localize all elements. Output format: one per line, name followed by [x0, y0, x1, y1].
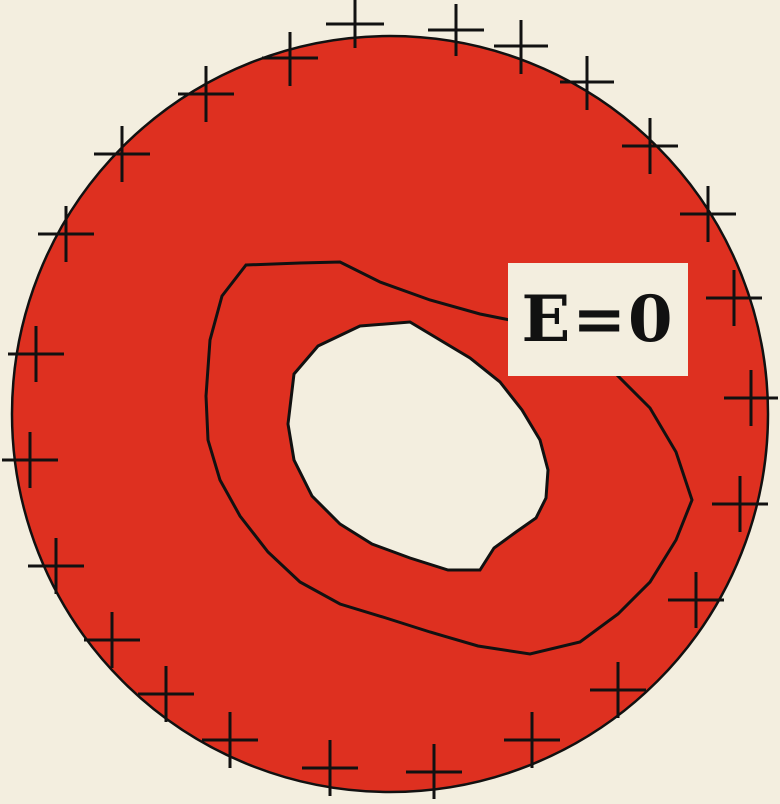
- plus-charge: [406, 744, 462, 799]
- plus-charge: [326, 0, 384, 48]
- field-label: E=0: [521, 281, 675, 357]
- plus-charge: [706, 270, 762, 326]
- plus-charge: [724, 370, 778, 426]
- plus-charge: [202, 712, 258, 768]
- plus-charge: [302, 740, 358, 796]
- plus-charge: [8, 326, 64, 382]
- plus-charge: [428, 4, 484, 56]
- plus-charge: [94, 126, 150, 182]
- plus-charge: [2, 432, 58, 488]
- plus-charge: [138, 666, 194, 722]
- plus-charge: [622, 118, 678, 174]
- plus-charge: [494, 20, 548, 74]
- gaussian-surface: [204, 260, 694, 656]
- plus-charge: [262, 32, 318, 86]
- plus-charge: [84, 612, 140, 668]
- plus-charge: [28, 538, 84, 594]
- field-label-box: E=0: [508, 263, 688, 376]
- plus-charge: [504, 712, 560, 768]
- plus-charge: [668, 572, 724, 628]
- plus-charge: [178, 66, 234, 122]
- plus-charge: [590, 662, 646, 718]
- plus-charge: [38, 206, 94, 262]
- plus-charge: [680, 186, 736, 242]
- plus-charge: [712, 476, 768, 532]
- cavity-hole: [286, 320, 550, 572]
- plus-charge: [560, 56, 614, 110]
